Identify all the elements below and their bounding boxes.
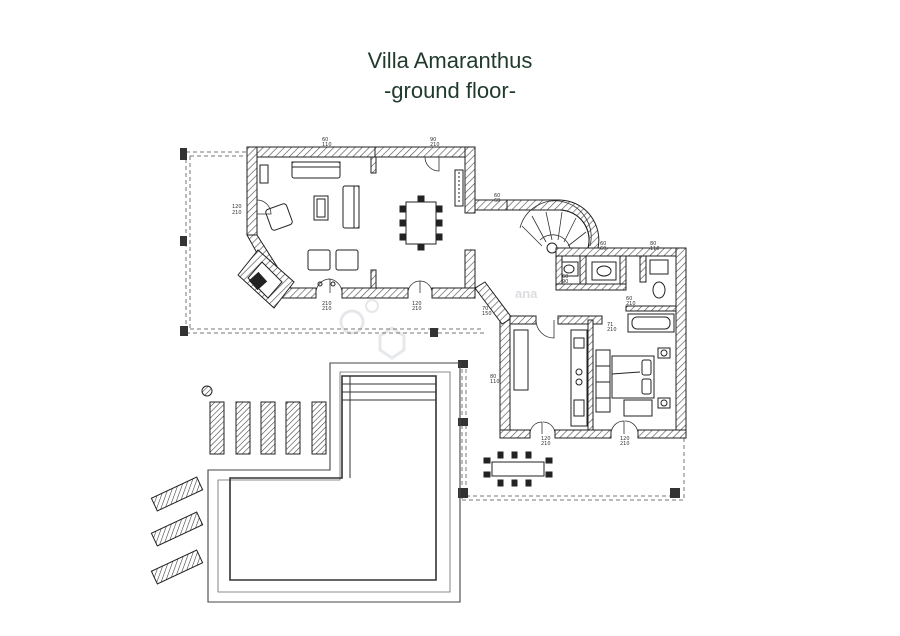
dim-kitchen-window-w: 80	[490, 374, 496, 380]
right-terrace-posts	[458, 360, 680, 498]
kitchen-counter	[513, 329, 588, 427]
dim-kitchen-door-h: 210	[541, 441, 551, 447]
dim-living-top-h: 110	[322, 142, 332, 148]
dim-dining-door-h: 210	[430, 142, 440, 148]
watermark: ana	[339, 286, 538, 360]
dim-bath-window-w: 60	[600, 241, 606, 247]
dim-wc-window-h: 110	[650, 246, 660, 252]
dim-bedroom-door-h: 210	[620, 441, 630, 447]
dim-kitchen-door-w: 120	[541, 436, 551, 442]
dim-dining-door-w: 90	[430, 137, 436, 143]
plan-title: Villa Amaranthus	[367, 48, 533, 73]
dim-small-a-h: 90	[562, 279, 568, 285]
loungers-left	[150, 476, 204, 585]
dim-bath-door-h: 210	[607, 327, 617, 333]
stair-tower	[506, 199, 600, 254]
dim-small-b-h: 210	[626, 301, 636, 307]
bedroom-bed	[595, 347, 671, 417]
dim-small-a-w: 60	[562, 274, 568, 280]
right-terrace	[461, 362, 685, 501]
title-block: Villa Amaranthus -ground floor-	[0, 46, 900, 106]
dim-bath-window-h: 60	[600, 246, 606, 252]
dimension-labels: 120 210 60 110 90 210 60 60 210 210 120 …	[232, 137, 660, 447]
living-furniture	[259, 161, 360, 287]
dim-hall-door-h: 150	[482, 311, 492, 317]
dim-hall-door-w: 70	[482, 306, 488, 312]
dim-living-bottom-h: 210	[322, 306, 332, 312]
dim-kitchen-window-h: 110	[490, 379, 500, 385]
dim-stair-window-w: 60	[494, 193, 500, 199]
fireplace	[237, 249, 295, 309]
right-wing-walls	[474, 247, 687, 439]
dim-bedroom-door-w: 120	[620, 436, 630, 442]
dim-living-top-w: 60	[322, 137, 328, 143]
dim-dining-bottom-h: 210	[412, 306, 422, 312]
dining-furniture	[399, 169, 464, 251]
dim-wc-window-w: 80	[650, 241, 656, 247]
dim-living-bottom-w: 210	[322, 301, 332, 307]
dim-small-b-w: 60	[626, 296, 632, 302]
dim-dining-bottom-w: 120	[412, 301, 422, 307]
terrace-posts	[180, 148, 438, 337]
dim-bath-door-w: 71	[607, 322, 613, 328]
dim-living-window-w: 120	[232, 204, 242, 210]
pool-deck	[207, 362, 461, 603]
door-swings	[256, 156, 639, 435]
pool-umbrella	[201, 385, 213, 397]
pool	[229, 375, 437, 581]
left-terrace	[185, 151, 486, 334]
loungers-top	[209, 401, 327, 455]
bathroom-fixtures	[561, 259, 675, 333]
pool-steps	[342, 376, 436, 478]
dim-stair-window-h: 60	[494, 198, 500, 204]
plan-subtitle: -ground floor-	[383, 78, 517, 103]
dim-living-window-h: 210	[232, 210, 242, 216]
house-walls	[246, 146, 508, 299]
outdoor-dining	[483, 451, 553, 487]
watermark-text: ana	[515, 286, 538, 301]
